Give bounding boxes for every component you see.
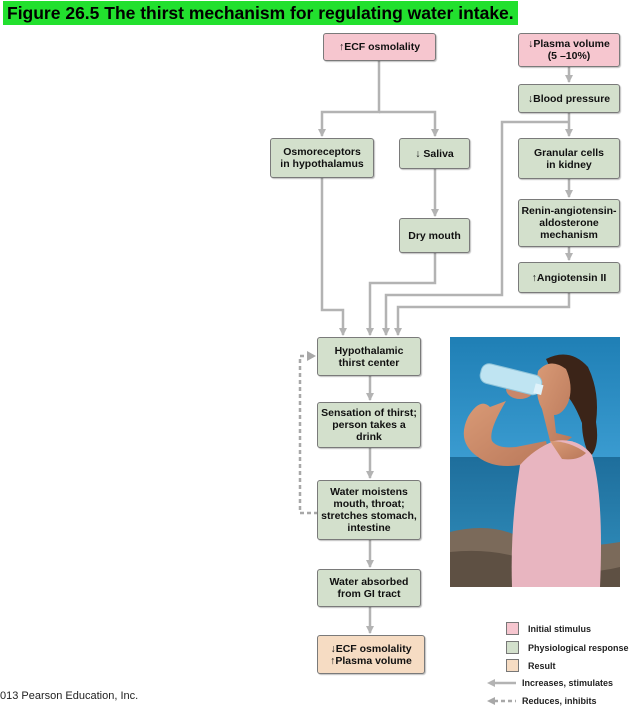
woman-drinking-water-photo — [450, 337, 620, 587]
arrow-drymouth-to-thirst — [366, 253, 437, 336]
node-raas: Renin-angiotensin- aldosterone mechanism — [518, 199, 620, 247]
node-saliva-decrease: ↓ Saliva — [399, 138, 470, 169]
node-osmoreceptors: Osmoreceptors in hypothalamus — [270, 138, 374, 178]
node-water-moistens: Water moistens mouth, throat; stretches … — [317, 480, 421, 540]
arrow-osmoreceptors-to-thirst — [320, 178, 347, 336]
arrow-ecf-to-saliva — [379, 110, 439, 137]
legend-physiological-response: Physiological response — [506, 641, 629, 654]
arrow-angiotensin-to-thirst — [394, 293, 571, 336]
node-angiotensin-increase: ↑Angiotensin II — [518, 262, 620, 293]
legend-dashed-arrow-icon — [487, 697, 516, 705]
legend-reduces: Reduces, inhibits — [486, 696, 597, 706]
node-blood-pressure-decrease: ↓Blood pressure — [518, 84, 620, 113]
node-plasma-volume-decrease: ↓Plasma volume (5 –10%) — [518, 33, 620, 67]
copyright-credit: 013 Pearson Education, Inc. — [0, 690, 139, 702]
legend-swatch-stimulus — [506, 622, 519, 635]
node-result: ↓ECF osmolality ↑Plasma volume — [317, 635, 425, 674]
node-sensation-of-thirst: Sensation of thirst; person takes a drin… — [317, 402, 421, 448]
legend-swatch-result — [506, 659, 519, 672]
node-ecf-osmolality-increase: ↑ECF osmolality — [323, 33, 436, 61]
legend-result: Result — [506, 659, 556, 672]
legend-initial-stimulus: Initial stimulus — [506, 622, 591, 635]
arrow-bp-to-thirst — [382, 120, 569, 336]
node-hypothalamic-thirst-center: Hypothalamic thirst center — [317, 337, 421, 376]
node-water-absorbed: Water absorbed from GI tract — [317, 569, 421, 607]
inhibit-feedback-arrow — [298, 354, 318, 515]
arrow-ecf-to-osmoreceptors — [318, 61, 381, 137]
legend-increases: Increases, stimulates — [486, 678, 613, 688]
node-granular-cells: Granular cells in kidney — [518, 138, 620, 179]
legend-swatch-physiological — [506, 641, 519, 654]
figure-title: Figure 26.5 The thirst mechanism for reg… — [3, 1, 518, 25]
legend-solid-arrow-icon — [487, 679, 516, 687]
node-dry-mouth: Dry mouth — [399, 218, 470, 253]
